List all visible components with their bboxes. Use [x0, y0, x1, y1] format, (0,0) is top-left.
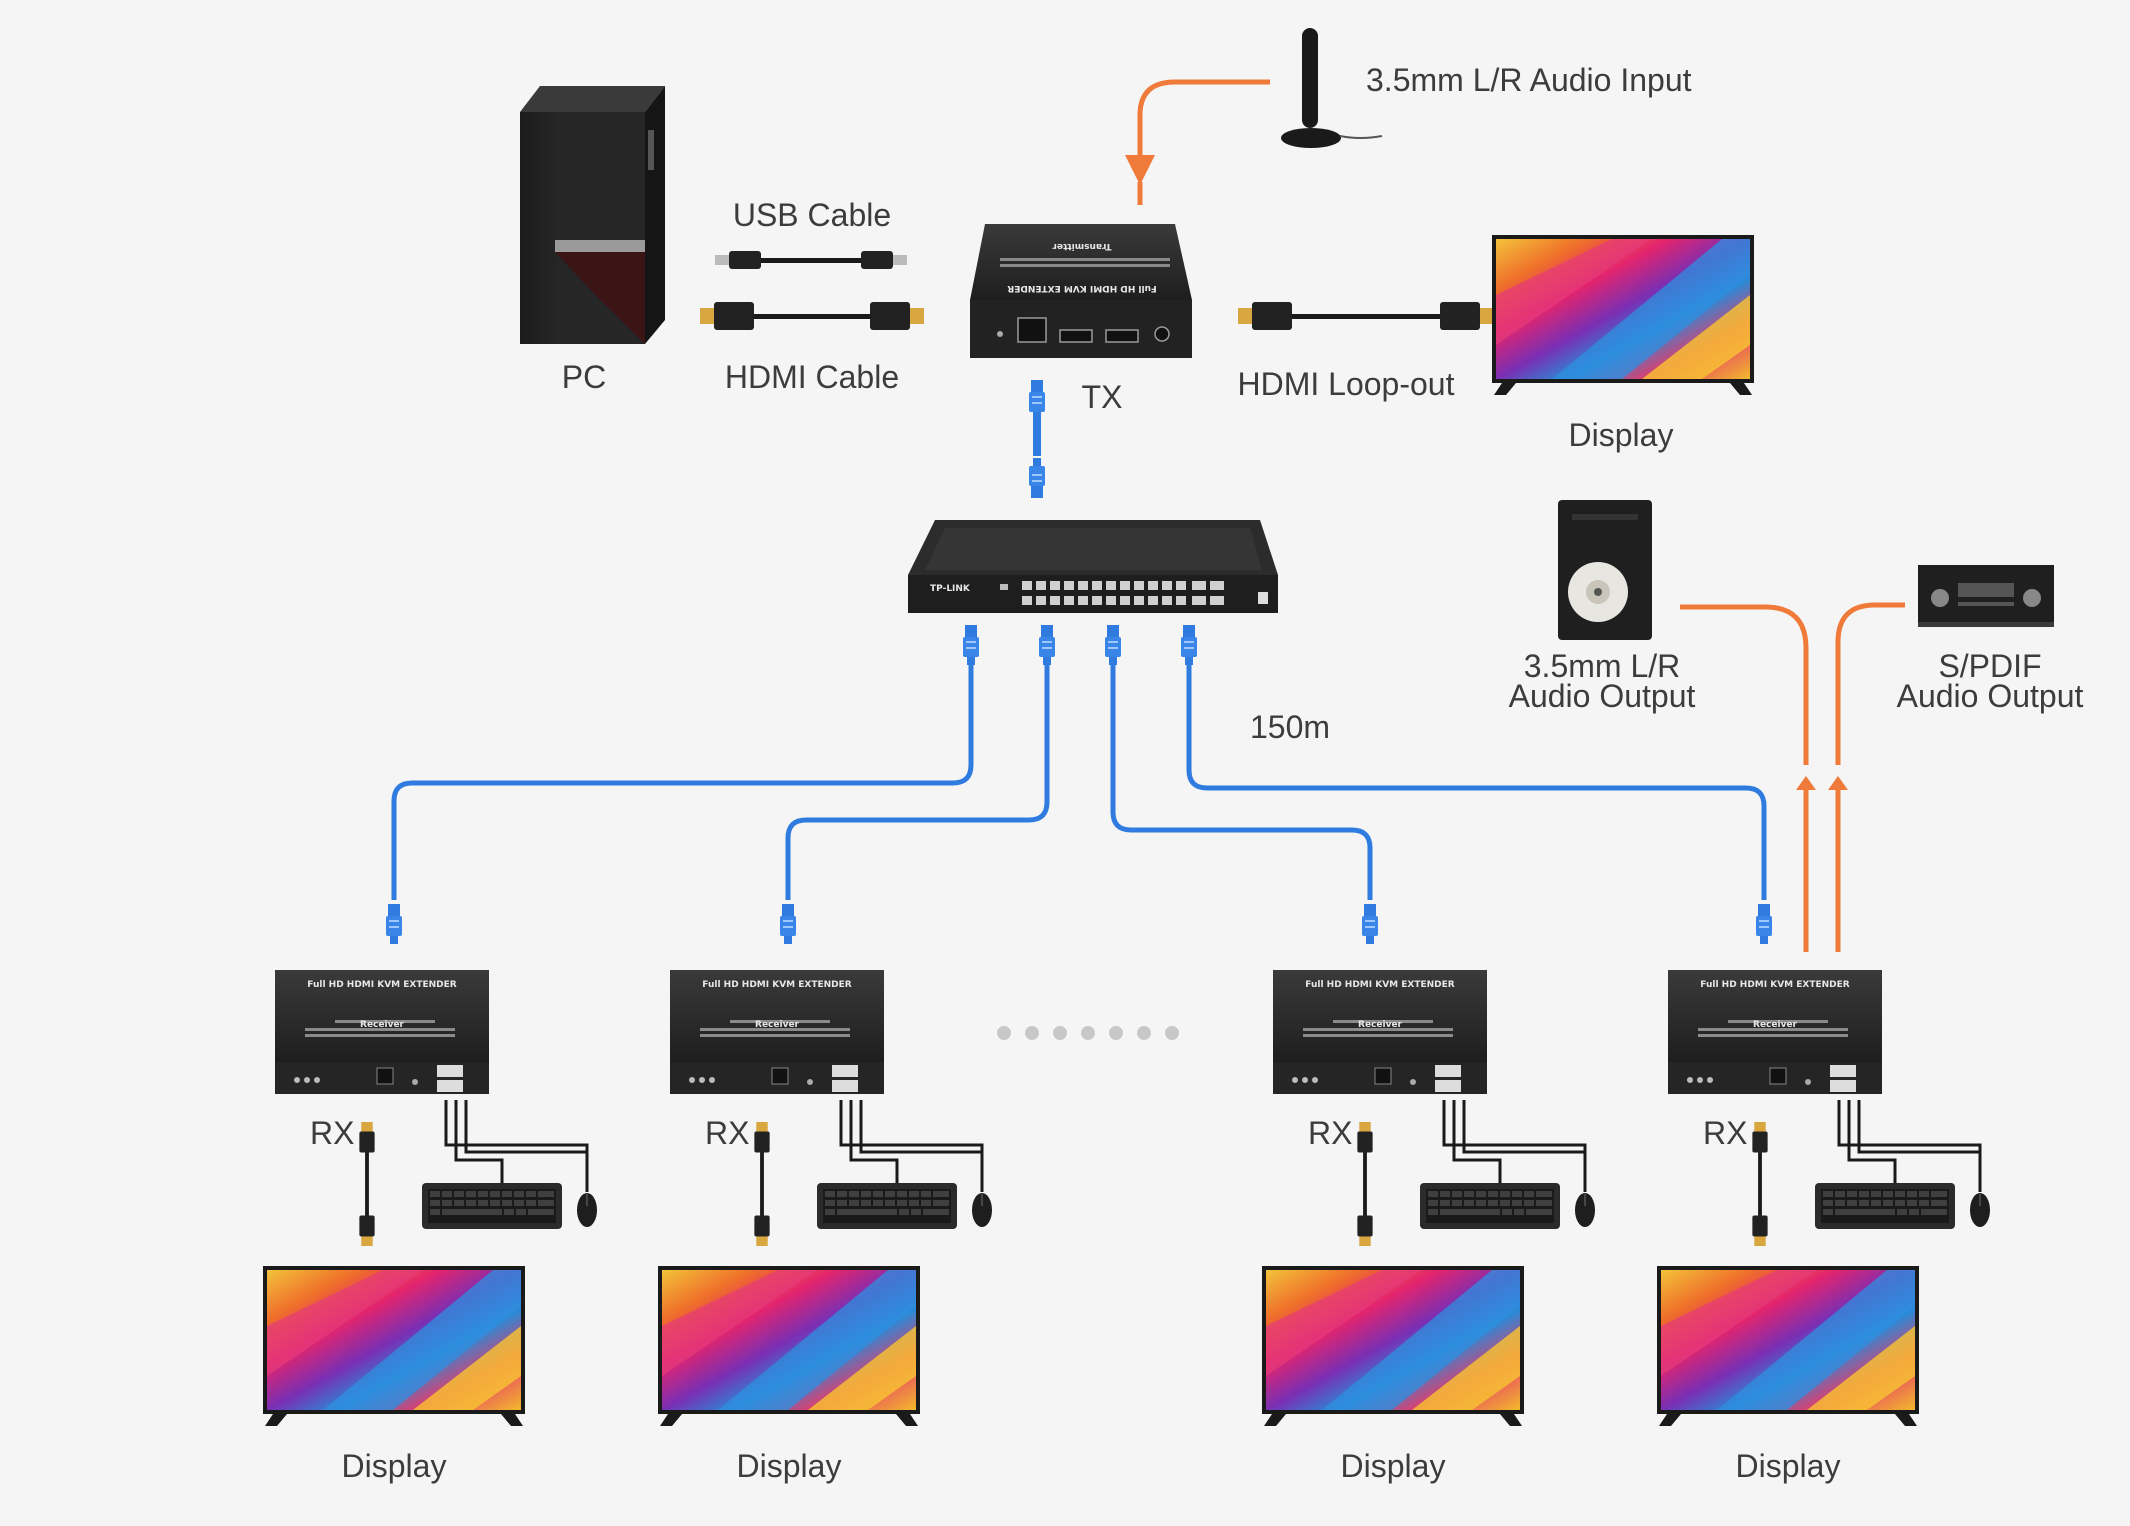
- rx-sub-text: Receiver: [360, 1020, 405, 1030]
- pc-label: PC: [562, 359, 606, 395]
- keyboard-icon: [1420, 1183, 1560, 1229]
- speaker-icon: [1558, 500, 1652, 640]
- mouse-icon: [971, 1192, 993, 1228]
- rx-label: RX: [310, 1115, 354, 1151]
- spdif-arrow-upper: [1835, 602, 1905, 765]
- hdmi-cable-icon: [700, 302, 924, 330]
- display-icon: [1657, 1266, 1919, 1426]
- receiver-unit-3: Full HD HDMI KVM EXTENDER Receiver RX Di…: [1262, 970, 1596, 1484]
- hdmi-loopout-label: HDMI Loop-out: [1238, 366, 1455, 402]
- audio-35-arrow-upper: [1680, 604, 1809, 765]
- rx-label: RX: [1308, 1115, 1352, 1151]
- ellipsis-dots-icon: [997, 1026, 1179, 1040]
- display-icon: [1262, 1266, 1524, 1426]
- receiver-unit-4: Full HD HDMI KVM EXTENDER Receiver RX Di…: [1657, 970, 1991, 1484]
- rx-display-label: Display: [1736, 1448, 1841, 1484]
- rx-display-label: Display: [1341, 1448, 1446, 1484]
- hdmi-cable-icon: [359, 1122, 375, 1246]
- rj45-connector-icon: [963, 625, 979, 665]
- ethernet-cable-rx3: [1110, 665, 1373, 900]
- receiver-unit-1: Full HD HDMI KVM EXTENDER Receiver RX Di…: [263, 970, 598, 1484]
- rj45-connector-icon: [1362, 904, 1378, 944]
- rj45-connector-icon: [1181, 625, 1197, 665]
- hdmi-cable-icon: [754, 1122, 770, 1246]
- audio-input-label: 3.5mm L/R Audio Input: [1366, 62, 1692, 98]
- rx-top-text: Full HD HDMI KVM EXTENDER: [1305, 980, 1455, 990]
- keyboard-icon: [422, 1183, 562, 1229]
- ethernet-cable-rx1: [391, 665, 974, 900]
- hdmi-cable-label: HDMI Cable: [725, 359, 899, 395]
- ethernet-cables: [391, 665, 1767, 900]
- display-icon: [263, 1266, 525, 1426]
- rx-sub-text: Receiver: [755, 1020, 800, 1030]
- pc-tower-icon: [520, 86, 665, 344]
- rj45-connector-icon: [1756, 904, 1772, 944]
- arrow-head-icon: [1828, 776, 1848, 790]
- hdmi-cable-icon: [1357, 1122, 1373, 1246]
- display-icon: [658, 1266, 920, 1426]
- mouse-icon: [576, 1192, 598, 1228]
- display-top-label: Display: [1569, 417, 1674, 453]
- hdmi-loopout-cable-icon: [1238, 302, 1494, 330]
- audio-output-35-label-line1: 3.5mm L/R: [1524, 648, 1680, 684]
- spdif-label-line2: Audio Output: [1897, 678, 2084, 714]
- rj45-connector-icon: [1039, 625, 1055, 665]
- rx-top-text: Full HD HDMI KVM EXTENDER: [702, 980, 852, 990]
- mouse-icon: [1574, 1192, 1596, 1228]
- av-receiver-icon: [1918, 565, 2054, 627]
- rx-label: RX: [705, 1115, 749, 1151]
- rx-sub-text: Receiver: [1358, 1020, 1403, 1030]
- audio-output-35-label-line2: Audio Output: [1509, 678, 1696, 714]
- hdmi-cable-icon: [1752, 1122, 1768, 1246]
- tx-switch-cable: [1033, 420, 1041, 456]
- tx-label: TX: [1082, 379, 1123, 415]
- rj45-connector-icon: [1029, 458, 1045, 498]
- antenna-icon: [1281, 28, 1383, 148]
- keyboard-icon: [817, 1183, 957, 1229]
- rx-top-text: Full HD HDMI KVM EXTENDER: [307, 980, 457, 990]
- keyboard-icon: [1815, 1183, 1955, 1229]
- ethernet-cable-rx4: [1186, 665, 1767, 900]
- switch-brand: TP-LINK: [930, 584, 971, 594]
- rj45-connector-icon: [1029, 380, 1045, 420]
- rx-sub-text: Receiver: [1753, 1020, 1798, 1030]
- audio-input-arrow: [1125, 79, 1270, 185]
- rj45-connector-icon: [1105, 625, 1121, 665]
- audio-output-arrows: [1680, 602, 1905, 952]
- display-icon: [1492, 235, 1754, 395]
- transmitter-device: Full HD HDMI KVM EXTENDER Transmitter: [970, 224, 1192, 358]
- spdif-label-line1: S/PDIF: [1938, 648, 2041, 684]
- tx-sub-text: Transmitter: [1052, 241, 1112, 251]
- usb-cable-label: USB Cable: [733, 197, 891, 233]
- mouse-icon: [1969, 1192, 1991, 1228]
- rj45-connector-icon: [386, 904, 402, 944]
- tx-top-text: Full HD HDMI KVM EXTENDER: [1007, 283, 1157, 293]
- rj45-connector-icon: [780, 904, 796, 944]
- rx-display-label: Display: [342, 1448, 447, 1484]
- rx-top-text: Full HD HDMI KVM EXTENDER: [1700, 980, 1850, 990]
- receiver-unit-2: Full HD HDMI KVM EXTENDER Receiver RX Di…: [658, 970, 993, 1484]
- distance-label: 150m: [1250, 709, 1330, 745]
- network-switch-icon: TP-LINK: [908, 520, 1278, 613]
- arrow-head-icon: [1796, 776, 1816, 790]
- ethernet-cable-rx2: [785, 665, 1050, 900]
- rx-display-label: Display: [737, 1448, 842, 1484]
- rx-label: RX: [1703, 1115, 1747, 1151]
- usb-cable-icon: [715, 251, 907, 269]
